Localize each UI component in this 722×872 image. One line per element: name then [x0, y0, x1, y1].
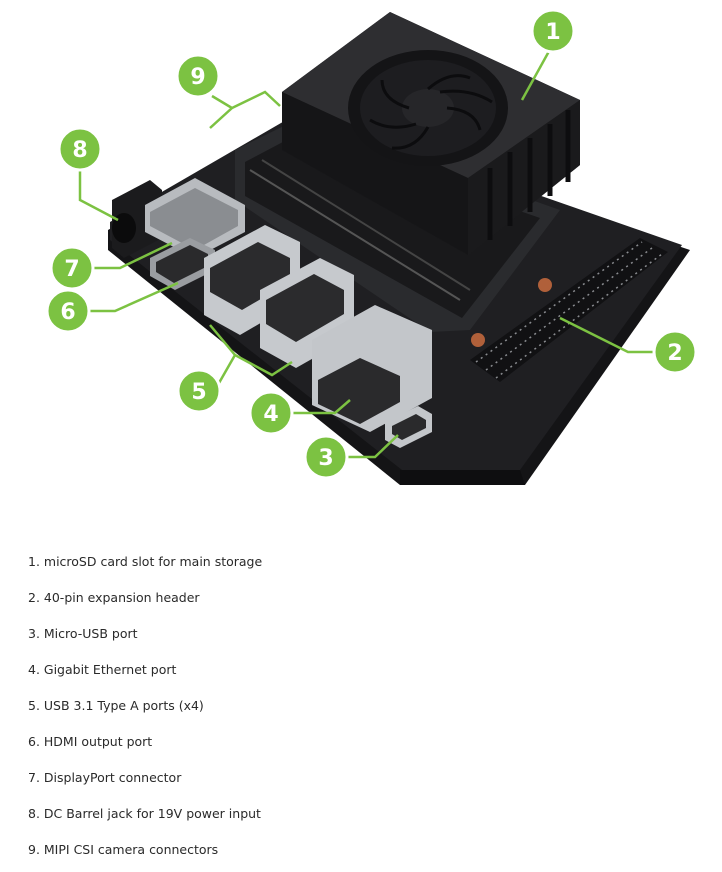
ethernet-port [312, 305, 432, 432]
legend-item: 3. Micro-USB port [28, 626, 138, 641]
board-diagram: 1 2 3 4 5 6 7 8 9 [45, 8, 698, 485]
legend-item: 9. MIPI CSI camera connectors [28, 842, 219, 857]
legend-item: 1. microSD card slot for main storage [28, 554, 263, 569]
callout-2: 2 [652, 329, 698, 375]
callout-4: 4 [248, 390, 294, 436]
dc-barrel-jack [112, 180, 162, 258]
svg-text:5: 5 [191, 380, 206, 405]
svg-text:1: 1 [545, 20, 560, 45]
legend-item: 4. Gigabit Ethernet port [28, 662, 177, 677]
callout-7: 7 [49, 245, 95, 291]
svg-text:3: 3 [318, 446, 333, 471]
callout-5: 5 [176, 368, 222, 414]
callout-9: 9 [175, 53, 221, 99]
svg-text:9: 9 [190, 65, 205, 90]
module-pcb [235, 118, 560, 332]
svg-text:4: 4 [263, 402, 278, 427]
gpio-header [470, 238, 668, 382]
component-legend: 1. microSD card slot for main storage 2.… [28, 548, 262, 872]
callout-8: 8 [57, 126, 103, 172]
callout-6: 6 [45, 288, 91, 334]
heatsink-fan [282, 12, 580, 255]
legend-item: 2. 40-pin expansion header [28, 590, 200, 605]
callout-3: 3 [303, 434, 349, 480]
svg-text:7: 7 [64, 257, 79, 282]
leader-lines [78, 43, 659, 459]
svg-text:8: 8 [72, 138, 87, 163]
legend-item: 8. DC Barrel jack for 19V power input [28, 806, 261, 821]
legend-item: 7. DisplayPort connector [28, 770, 182, 785]
svg-text:6: 6 [60, 300, 75, 325]
video-ports [145, 178, 245, 290]
callout-1: 1 [530, 8, 576, 54]
legend-item: 5. USB 3.1 Type A ports (x4) [28, 698, 204, 713]
legend-item: 6. HDMI output port [28, 734, 153, 749]
svg-text:2: 2 [667, 341, 682, 366]
